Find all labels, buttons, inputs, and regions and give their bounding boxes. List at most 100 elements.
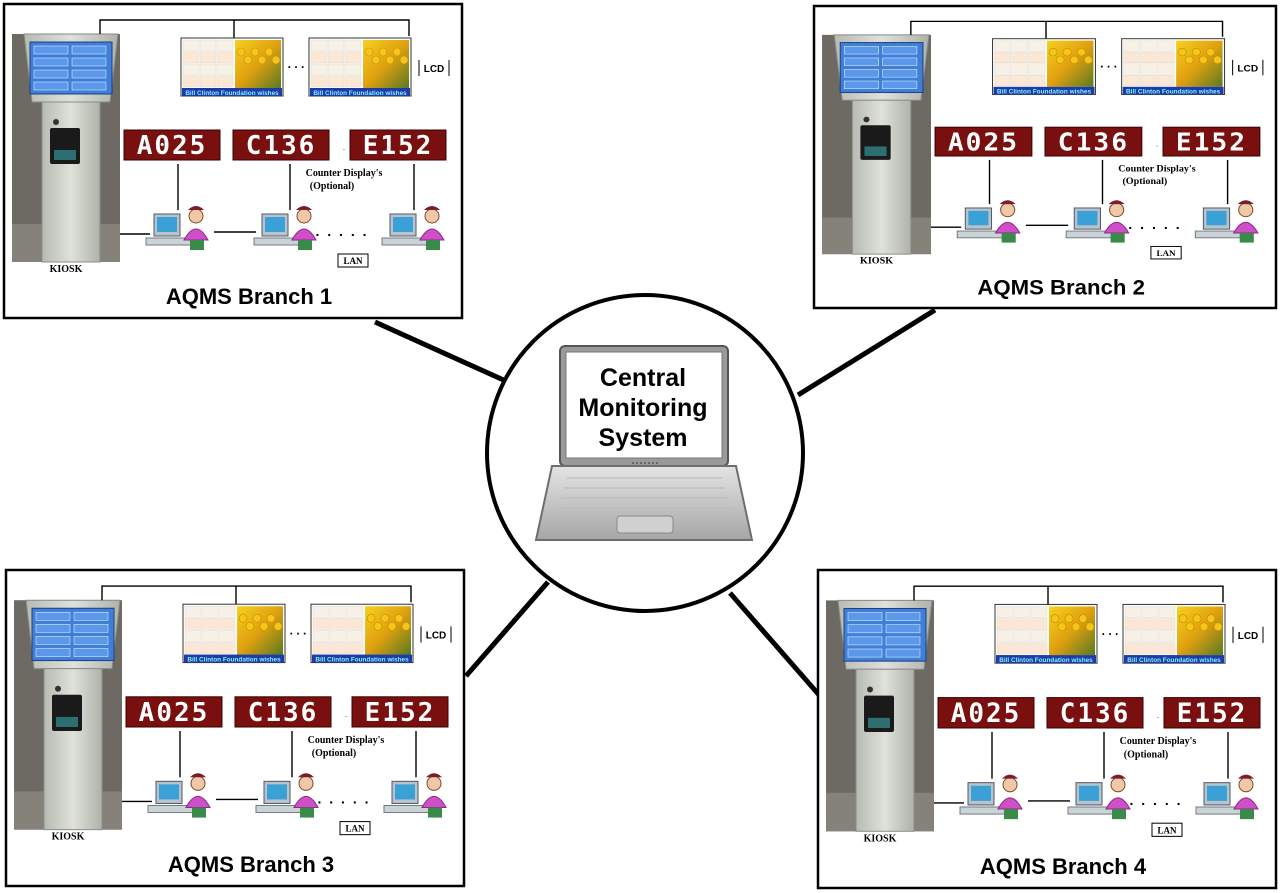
counter-display-2: C136 bbox=[1044, 126, 1143, 157]
network-connectors bbox=[373, 307, 937, 698]
svg-text:.: . bbox=[1157, 711, 1159, 720]
connector-branch-2 bbox=[796, 307, 937, 398]
counter-display-note-line-1: Counter Display's bbox=[306, 168, 383, 179]
kiosk-image: KIOSK bbox=[14, 599, 122, 843]
counter-display-value: C136 bbox=[1058, 128, 1129, 157]
lcd-ticker-text: Bill Clinton Foundation wishes bbox=[315, 657, 409, 664]
counter-display-value: A025 bbox=[139, 698, 210, 728]
lcd-label: LCD bbox=[424, 64, 445, 75]
counter-workstation-3 bbox=[381, 206, 445, 250]
lcd-ellipsis: . . . bbox=[290, 623, 307, 637]
laptop-icon bbox=[534, 345, 754, 541]
workstation-ellipsis: . . . . . bbox=[1128, 217, 1181, 232]
counter-display-value: E152 bbox=[1177, 699, 1248, 729]
workstation-ellipsis: . . . . . bbox=[315, 223, 368, 239]
branch-title: AQMS Branch 3 bbox=[168, 852, 334, 877]
kiosk-label: KIOSK bbox=[52, 832, 85, 843]
counter-display-value: C136 bbox=[1060, 699, 1131, 729]
lan-label: LAN bbox=[343, 256, 363, 266]
counter-workstation-2 bbox=[1065, 200, 1130, 243]
branch-wiring bbox=[101, 585, 417, 803]
connector-branch-4 bbox=[728, 591, 822, 698]
lan-label: LAN bbox=[1156, 248, 1176, 258]
counter-workstation-2 bbox=[255, 773, 319, 818]
counter-display-value: C136 bbox=[248, 698, 319, 728]
counter-display-value: E152 bbox=[1176, 128, 1247, 157]
kiosk-image: KIOSK bbox=[822, 34, 932, 267]
connector-branch-1 bbox=[373, 319, 510, 385]
svg-text:.: . bbox=[343, 143, 345, 152]
kiosk-label: KIOSK bbox=[50, 264, 83, 275]
counter-display-3: E152 bbox=[1163, 697, 1261, 729]
lcd-ticker-text: Bill Clinton Foundation wishes bbox=[1127, 657, 1221, 664]
lcd-label: LCD bbox=[1238, 631, 1259, 642]
lcd-ticker-text: Bill Clinton Foundation wishes bbox=[1126, 89, 1221, 96]
lcd-screen-1: Bill Clinton Foundation wishes bbox=[992, 38, 1096, 96]
counter-display-3: E152 bbox=[351, 696, 449, 728]
counter-workstation-1 bbox=[959, 774, 1023, 820]
counter-workstation-3 bbox=[383, 773, 447, 818]
hub-title-line-3: System bbox=[599, 424, 688, 452]
counter-display-note-line-1: Counter Display's bbox=[1120, 736, 1197, 747]
counter-display-note-line-1: Counter Display's bbox=[308, 735, 385, 746]
branch-wiring bbox=[99, 19, 415, 235]
lcd-screen-1: Bill Clinton Foundation wishes bbox=[994, 603, 1098, 664]
counter-workstation-2 bbox=[1067, 774, 1131, 820]
lcd-ellipsis: . . . bbox=[1100, 57, 1117, 71]
lcd-ticker-text: Bill Clinton Foundation wishes bbox=[997, 89, 1092, 96]
central-monitoring-hub: Central Monitoring System bbox=[485, 293, 805, 613]
counter-display-note-line-2: (Optional) bbox=[1124, 749, 1168, 760]
lcd-screen-2: Bill Clinton Foundation wishes bbox=[308, 37, 412, 97]
counter-display-value: A025 bbox=[137, 131, 208, 161]
counter-display-value: A025 bbox=[951, 699, 1022, 729]
counter-display-note-line-2: (Optional) bbox=[312, 748, 356, 759]
lan-label: LAN bbox=[346, 824, 365, 834]
counter-display-3: E152 bbox=[349, 129, 447, 161]
counter-display-value: A025 bbox=[948, 128, 1019, 157]
kiosk-image: KIOSK bbox=[12, 33, 120, 275]
lcd-ticker-text: Bill Clinton Foundation wishes bbox=[185, 90, 279, 97]
hub-title-line-1: Central bbox=[600, 364, 686, 392]
counter-workstation-3 bbox=[1195, 774, 1259, 820]
connector-branch-3 bbox=[464, 580, 550, 678]
lcd-screen-2: Bill Clinton Foundation wishes bbox=[1122, 603, 1226, 664]
lcd-screen-1: Bill Clinton Foundation wishes bbox=[182, 603, 286, 664]
lcd-label: LCD bbox=[1237, 64, 1258, 75]
counter-display-1: A025 bbox=[125, 696, 223, 728]
branch-wiring bbox=[910, 20, 1229, 228]
hub-title-line-2: Monitoring bbox=[578, 394, 707, 422]
lcd-ticker-text: Bill Clinton Foundation wishes bbox=[999, 657, 1093, 664]
counter-display-2: C136 bbox=[234, 696, 332, 728]
lcd-ellipsis: . . . bbox=[288, 57, 305, 71]
counter-display-1: A025 bbox=[937, 697, 1035, 729]
counter-workstation-1 bbox=[145, 206, 209, 250]
counter-workstation-1 bbox=[956, 200, 1021, 243]
svg-text:.: . bbox=[1156, 140, 1158, 149]
counter-workstation-1 bbox=[147, 773, 211, 818]
lcd-screen-2: Bill Clinton Foundation wishes bbox=[310, 603, 414, 664]
counter-display-note-line-2: (Optional) bbox=[310, 181, 354, 192]
branch-title: AQMS Branch 2 bbox=[977, 275, 1145, 299]
counter-display-value: C136 bbox=[246, 131, 317, 161]
branch-title: AQMS Branch 1 bbox=[166, 284, 332, 309]
lcd-label: LCD bbox=[426, 630, 447, 641]
kiosk-label: KIOSK bbox=[864, 833, 897, 844]
counter-workstation-3 bbox=[1194, 200, 1259, 243]
counter-display-1: A025 bbox=[934, 126, 1033, 157]
lcd-screen-2: Bill Clinton Foundation wishes bbox=[1121, 38, 1226, 96]
counter-display-value: E152 bbox=[363, 131, 434, 161]
kiosk-image: KIOSK bbox=[826, 599, 934, 844]
workstation-ellipsis: . . . . . bbox=[318, 790, 371, 806]
counter-display-2: C136 bbox=[232, 129, 330, 161]
counter-workstation-2 bbox=[253, 206, 317, 250]
lcd-ticker-text: Bill Clinton Foundation wishes bbox=[187, 657, 281, 664]
svg-text:.: . bbox=[345, 710, 347, 719]
lcd-screen-1: Bill Clinton Foundation wishes bbox=[180, 37, 284, 97]
workstation-ellipsis: . . . . . bbox=[1130, 792, 1183, 808]
branch-title: AQMS Branch 4 bbox=[980, 854, 1147, 879]
